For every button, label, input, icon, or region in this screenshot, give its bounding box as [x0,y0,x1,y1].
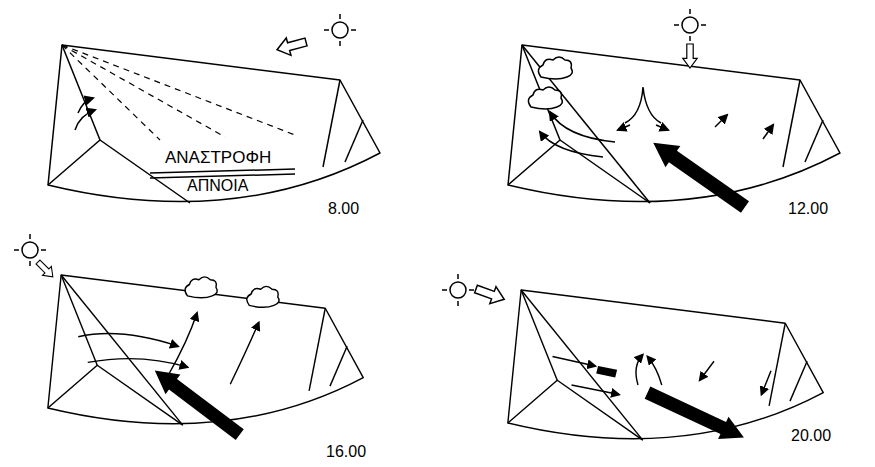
time-label: 12.00 [787,201,829,217]
time-label: 8.00 [327,201,360,217]
calm-label: ΑΠΝΟΙΑ [186,178,249,194]
inversion-label: ΑΝΑΣΤΡΟΦΗ [164,149,272,166]
time-label: 16.00 [325,444,367,460]
time-label: 20.00 [790,428,832,444]
